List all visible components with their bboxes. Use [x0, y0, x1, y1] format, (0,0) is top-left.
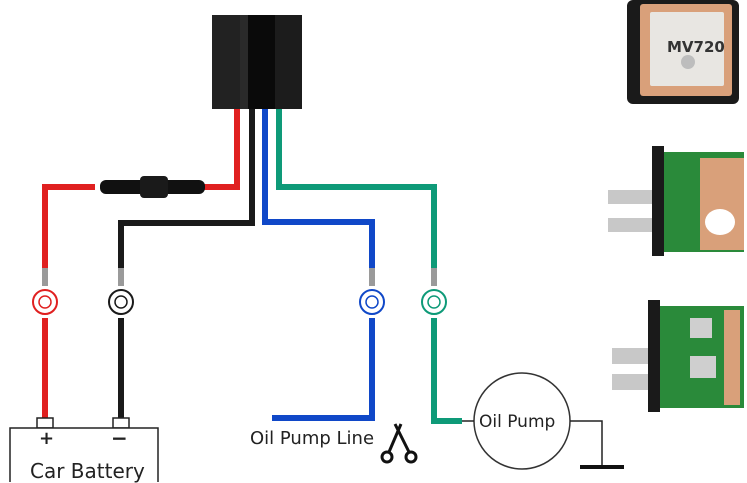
relay-icon [212, 15, 302, 109]
green-wire [276, 109, 462, 424]
ring-connector-green [421, 289, 447, 315]
pcb-photo-components [612, 300, 744, 412]
blue-wire [262, 109, 375, 421]
black-wire [118, 109, 255, 418]
oil-pump-line-label: Oil Pump Line [250, 428, 375, 449]
scissors-icon [380, 423, 418, 464]
fuse-icon [100, 176, 205, 198]
oil-pump [462, 372, 603, 470]
wire-terminals [42, 268, 437, 286]
battery-plus-label: + [39, 428, 55, 449]
gps-module-photo [627, 0, 739, 104]
ring-connector-black [108, 289, 134, 315]
battery-minus-label: − [111, 426, 128, 450]
pcb-photo-side [608, 146, 744, 256]
car-battery [9, 417, 159, 482]
module-model-label: MV720 [667, 38, 725, 56]
ring-connector-blue [359, 289, 385, 315]
red-wire-path [42, 109, 240, 268]
car-battery-label: Car Battery [30, 459, 145, 483]
oil-pump-label: Oil Pump [479, 412, 556, 432]
red-wire [200, 109, 240, 190]
ring-connector-red [32, 289, 58, 315]
